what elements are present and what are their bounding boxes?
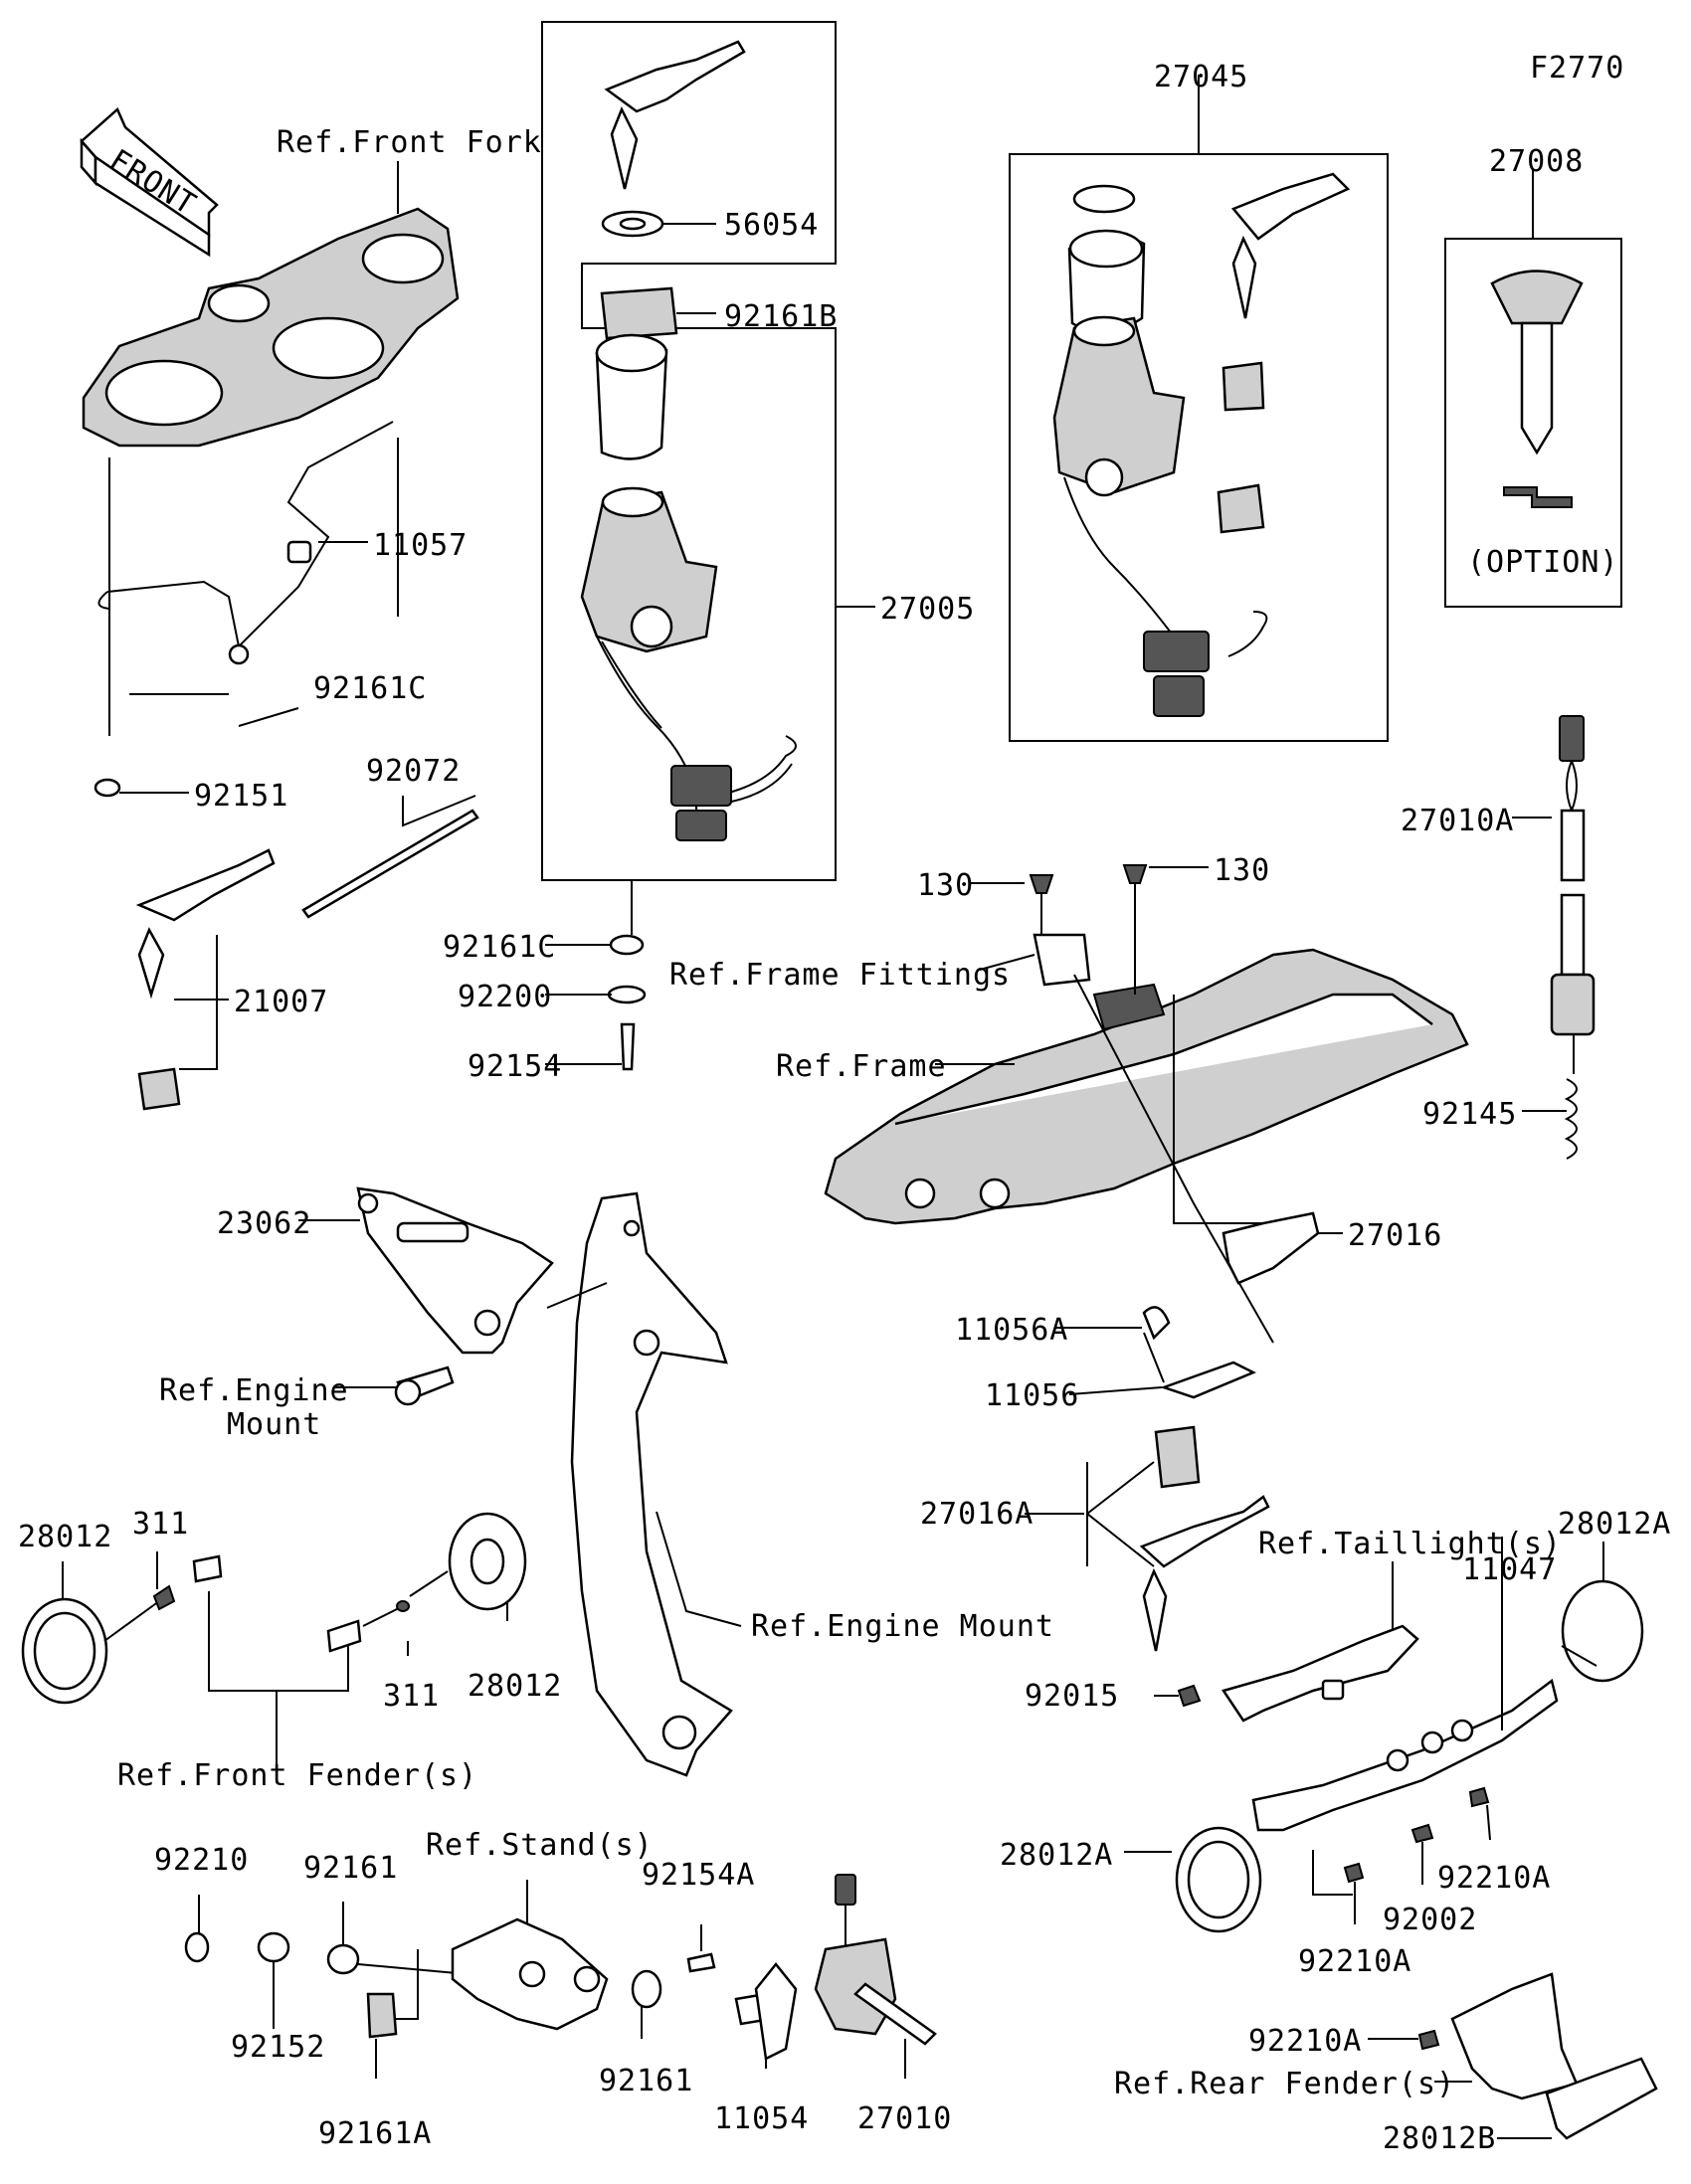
label-311: 311 — [132, 1507, 189, 1542]
label-92161B: 92161B — [724, 299, 838, 334]
label-23062: 23062 — [217, 1206, 311, 1241]
label-11057: 11057 — [373, 528, 468, 563]
label-130: 130 — [1214, 853, 1270, 888]
cable-tie-92072 — [301, 809, 479, 919]
label-92161: 92161 — [599, 2064, 693, 2098]
label-92161: 92161 — [303, 1851, 398, 1886]
wire-11057 — [106, 421, 394, 649]
label-92210A: 92210A — [1298, 1944, 1411, 1979]
label-28012A: 28012A — [1000, 1838, 1113, 1873]
label-27008: 27008 — [1489, 144, 1584, 179]
front-arrow-icon: FRONT — [80, 106, 219, 258]
rear-fender — [1450, 1972, 1579, 2100]
label-92002: 92002 — [1383, 1903, 1477, 1937]
label-92151: 92151 — [194, 779, 288, 814]
label-ref-front-fenders: Ref.Front Fender(s) — [117, 1758, 477, 1793]
label-27010A: 27010A — [1401, 804, 1514, 838]
label-11054: 11054 — [714, 2101, 809, 2136]
label-130: 130 — [917, 868, 974, 903]
label-21007: 21007 — [234, 985, 328, 1019]
label-27016A: 27016A — [920, 1497, 1033, 1532]
label-ref-engine-mount: Ref.Engine Mount — [751, 1609, 1054, 1644]
option-label: (OPTION) — [1467, 545, 1619, 580]
label-92200: 92200 — [458, 980, 552, 1014]
label-56054: 56054 — [724, 208, 819, 243]
label-28012A: 28012A — [1558, 1507, 1671, 1542]
upper-triple-clamp — [82, 207, 460, 448]
label-92145: 92145 — [1422, 1097, 1517, 1132]
label-92072: 92072 — [366, 754, 461, 789]
bolt-130 — [1029, 874, 1054, 894]
frame-fitting — [1033, 933, 1091, 987]
cap-21007 — [137, 1067, 181, 1111]
label-ref-rear-fenders: Ref.Rear Fender(s) — [1114, 2067, 1455, 2101]
label-11056: 11056 — [985, 1378, 1079, 1413]
frame — [824, 948, 1469, 1225]
label-27010: 27010 — [857, 2101, 952, 2136]
switch-plate-11054 — [754, 1961, 798, 2061]
label-92154: 92154 — [468, 1049, 562, 1084]
label-ref-taillights: Ref.Taillight(s) — [1258, 1527, 1562, 1561]
label-92161C: 92161C — [443, 930, 556, 965]
label-28012B: 28012B — [1383, 2121, 1496, 2156]
label-ref-front-fork: Ref.Front Fork — [277, 125, 542, 160]
sensor-27010 — [814, 1937, 897, 2036]
taillight-bracket — [1221, 1624, 1419, 1723]
label-11056A: 11056A — [955, 1313, 1068, 1348]
leader-lines — [62, 75, 1604, 2139]
label-92161C: 92161C — [313, 671, 427, 706]
label-28012: 28012 — [18, 1520, 112, 1554]
label-27005: 27005 — [880, 592, 975, 627]
label-28012: 28012 — [468, 1669, 562, 1704]
label-92210: 92210 — [154, 1843, 249, 1878]
label-ref-frame: Ref.Frame — [776, 1049, 947, 1084]
callout-labels: Ref.Front Fork 56054 92161B 27045 27008 … — [18, 60, 1671, 2156]
reflector-28012A — [1561, 1579, 1644, 1683]
key-set-27045 — [1009, 153, 1389, 742]
label-27016: 27016 — [1348, 1218, 1442, 1253]
sensor-27010A — [1550, 715, 1596, 1160]
label-92154A: 92154A — [642, 1858, 755, 1893]
label-92152: 92152 — [231, 2030, 325, 2065]
bolt-130 — [1122, 864, 1148, 884]
label-92015: 92015 — [1025, 1679, 1119, 1714]
label-27045: 27045 — [1154, 60, 1248, 94]
label-92161A: 92161A — [318, 2116, 432, 2151]
bracket-27016 — [1221, 1211, 1320, 1285]
ignition-switch-box — [541, 21, 837, 881]
label-mount: Mount — [227, 1407, 321, 1442]
label-311: 311 — [383, 1679, 440, 1714]
label-11047: 11047 — [1462, 1552, 1557, 1587]
label-ref-engine: Ref.Engine — [159, 1373, 349, 1408]
label-ref-stands: Ref.Stand(s) — [426, 1828, 654, 1863]
label-92210A: 92210A — [1437, 1861, 1551, 1896]
option-key-27008: (OPTION) — [1444, 238, 1622, 608]
bracket-23062 — [356, 1186, 554, 1355]
figure-code: F2770 — [1530, 51, 1624, 86]
label-92210A: 92210A — [1248, 2024, 1362, 2059]
stand-bracket — [570, 1191, 733, 1777]
label-ref-frame-fittings: Ref.Frame Fittings — [669, 958, 1011, 993]
reflector-28012B — [1545, 2057, 1658, 2140]
